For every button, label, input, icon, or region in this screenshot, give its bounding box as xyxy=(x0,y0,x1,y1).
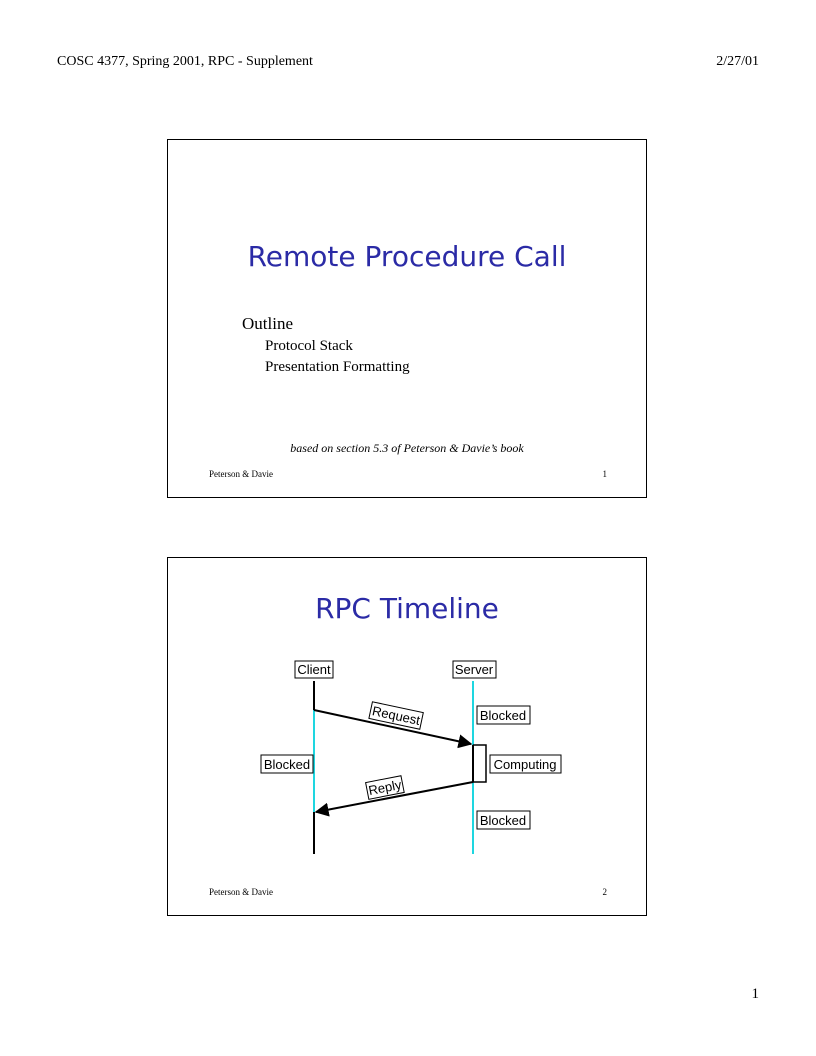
outline-heading: Outline xyxy=(242,314,293,333)
slide-2-footer-left: Peterson & Davie xyxy=(209,887,273,897)
slide-2: RPC Timeline Client Server Request xyxy=(167,557,647,916)
page-number: 1 xyxy=(751,986,760,1002)
server-blocked-bottom-label: Blocked xyxy=(480,813,526,828)
slide-1: Remote Procedure Call Outline Protocol S… xyxy=(167,139,647,498)
slide-1-title: Remote Procedure Call xyxy=(247,240,567,273)
client-label: Client xyxy=(297,662,331,677)
client-blocked-label: Blocked xyxy=(264,757,310,772)
server-blocked-top-label: Blocked xyxy=(480,708,526,723)
outline-item-presentation-formatting: Presentation Formatting xyxy=(265,359,410,375)
computing-label: Computing xyxy=(494,757,557,772)
slide-2-title: RPC Timeline xyxy=(315,592,499,625)
server-label: Server xyxy=(455,662,494,677)
computing-bracket xyxy=(473,744,487,783)
slide-2-number: 2 xyxy=(602,887,608,897)
request-arrow xyxy=(313,709,473,749)
reply-label: Reply xyxy=(367,777,403,798)
header-date: 2/27/01 xyxy=(716,54,759,69)
header-left: COSC 4377, Spring 2001, RPC - Supplement xyxy=(57,54,313,69)
rpc-timeline-diagram: Client Server Request Reply Blocked Bloc… xyxy=(260,660,562,854)
outline-item-protocol-stack: Protocol Stack xyxy=(265,338,353,354)
slide-1-footer-left: Peterson & Davie xyxy=(209,469,273,479)
slide-1-note: based on section 5.3 of Peterson & Davie… xyxy=(290,441,524,455)
slide-1-number: 1 xyxy=(602,469,608,479)
reply-arrow xyxy=(314,781,474,817)
